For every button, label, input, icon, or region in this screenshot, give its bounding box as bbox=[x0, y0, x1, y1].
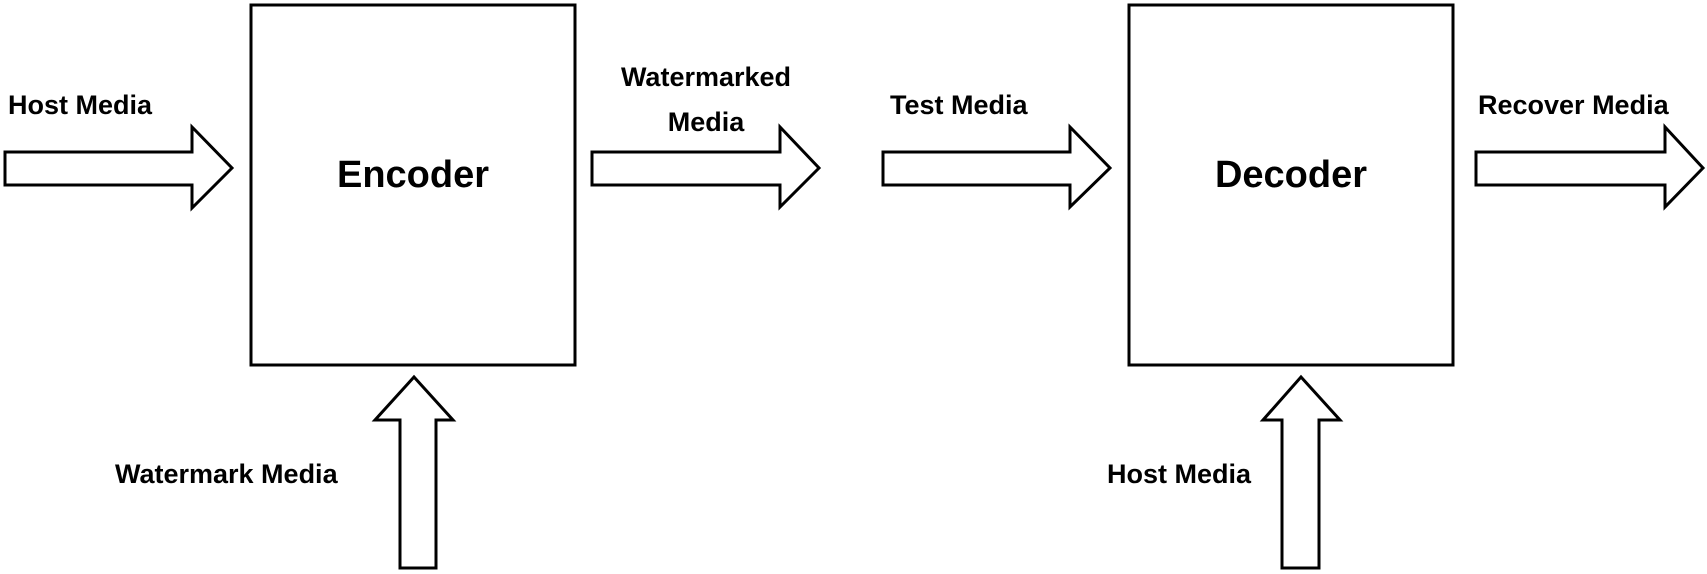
watermarked-media-label-line1: Watermarked bbox=[621, 62, 791, 92]
watermarked-media-arrow bbox=[590, 123, 822, 211]
test-media-label: Test Media bbox=[890, 90, 1029, 120]
decoder-block bbox=[1127, 3, 1455, 367]
test-media-arrow bbox=[881, 123, 1113, 211]
watermarked-media-label-line2: Media bbox=[668, 107, 746, 137]
decoder-label: Decoder bbox=[1215, 154, 1367, 196]
watermark-media-label: Watermark Media bbox=[115, 459, 339, 489]
watermark-media-up-arrow bbox=[371, 374, 457, 570]
host-media-decoder-up-arrow bbox=[1259, 374, 1344, 570]
host-media-decoder-label: Host Media bbox=[1107, 459, 1252, 489]
encoder-label: Encoder bbox=[337, 154, 489, 196]
host-media-input-arrow bbox=[3, 123, 235, 212]
host-media-input-label: Host Media bbox=[8, 90, 153, 120]
encoder-block bbox=[249, 3, 577, 367]
recover-media-output-arrow bbox=[1474, 123, 1706, 211]
recover-media-label: Recover Media bbox=[1478, 90, 1670, 120]
